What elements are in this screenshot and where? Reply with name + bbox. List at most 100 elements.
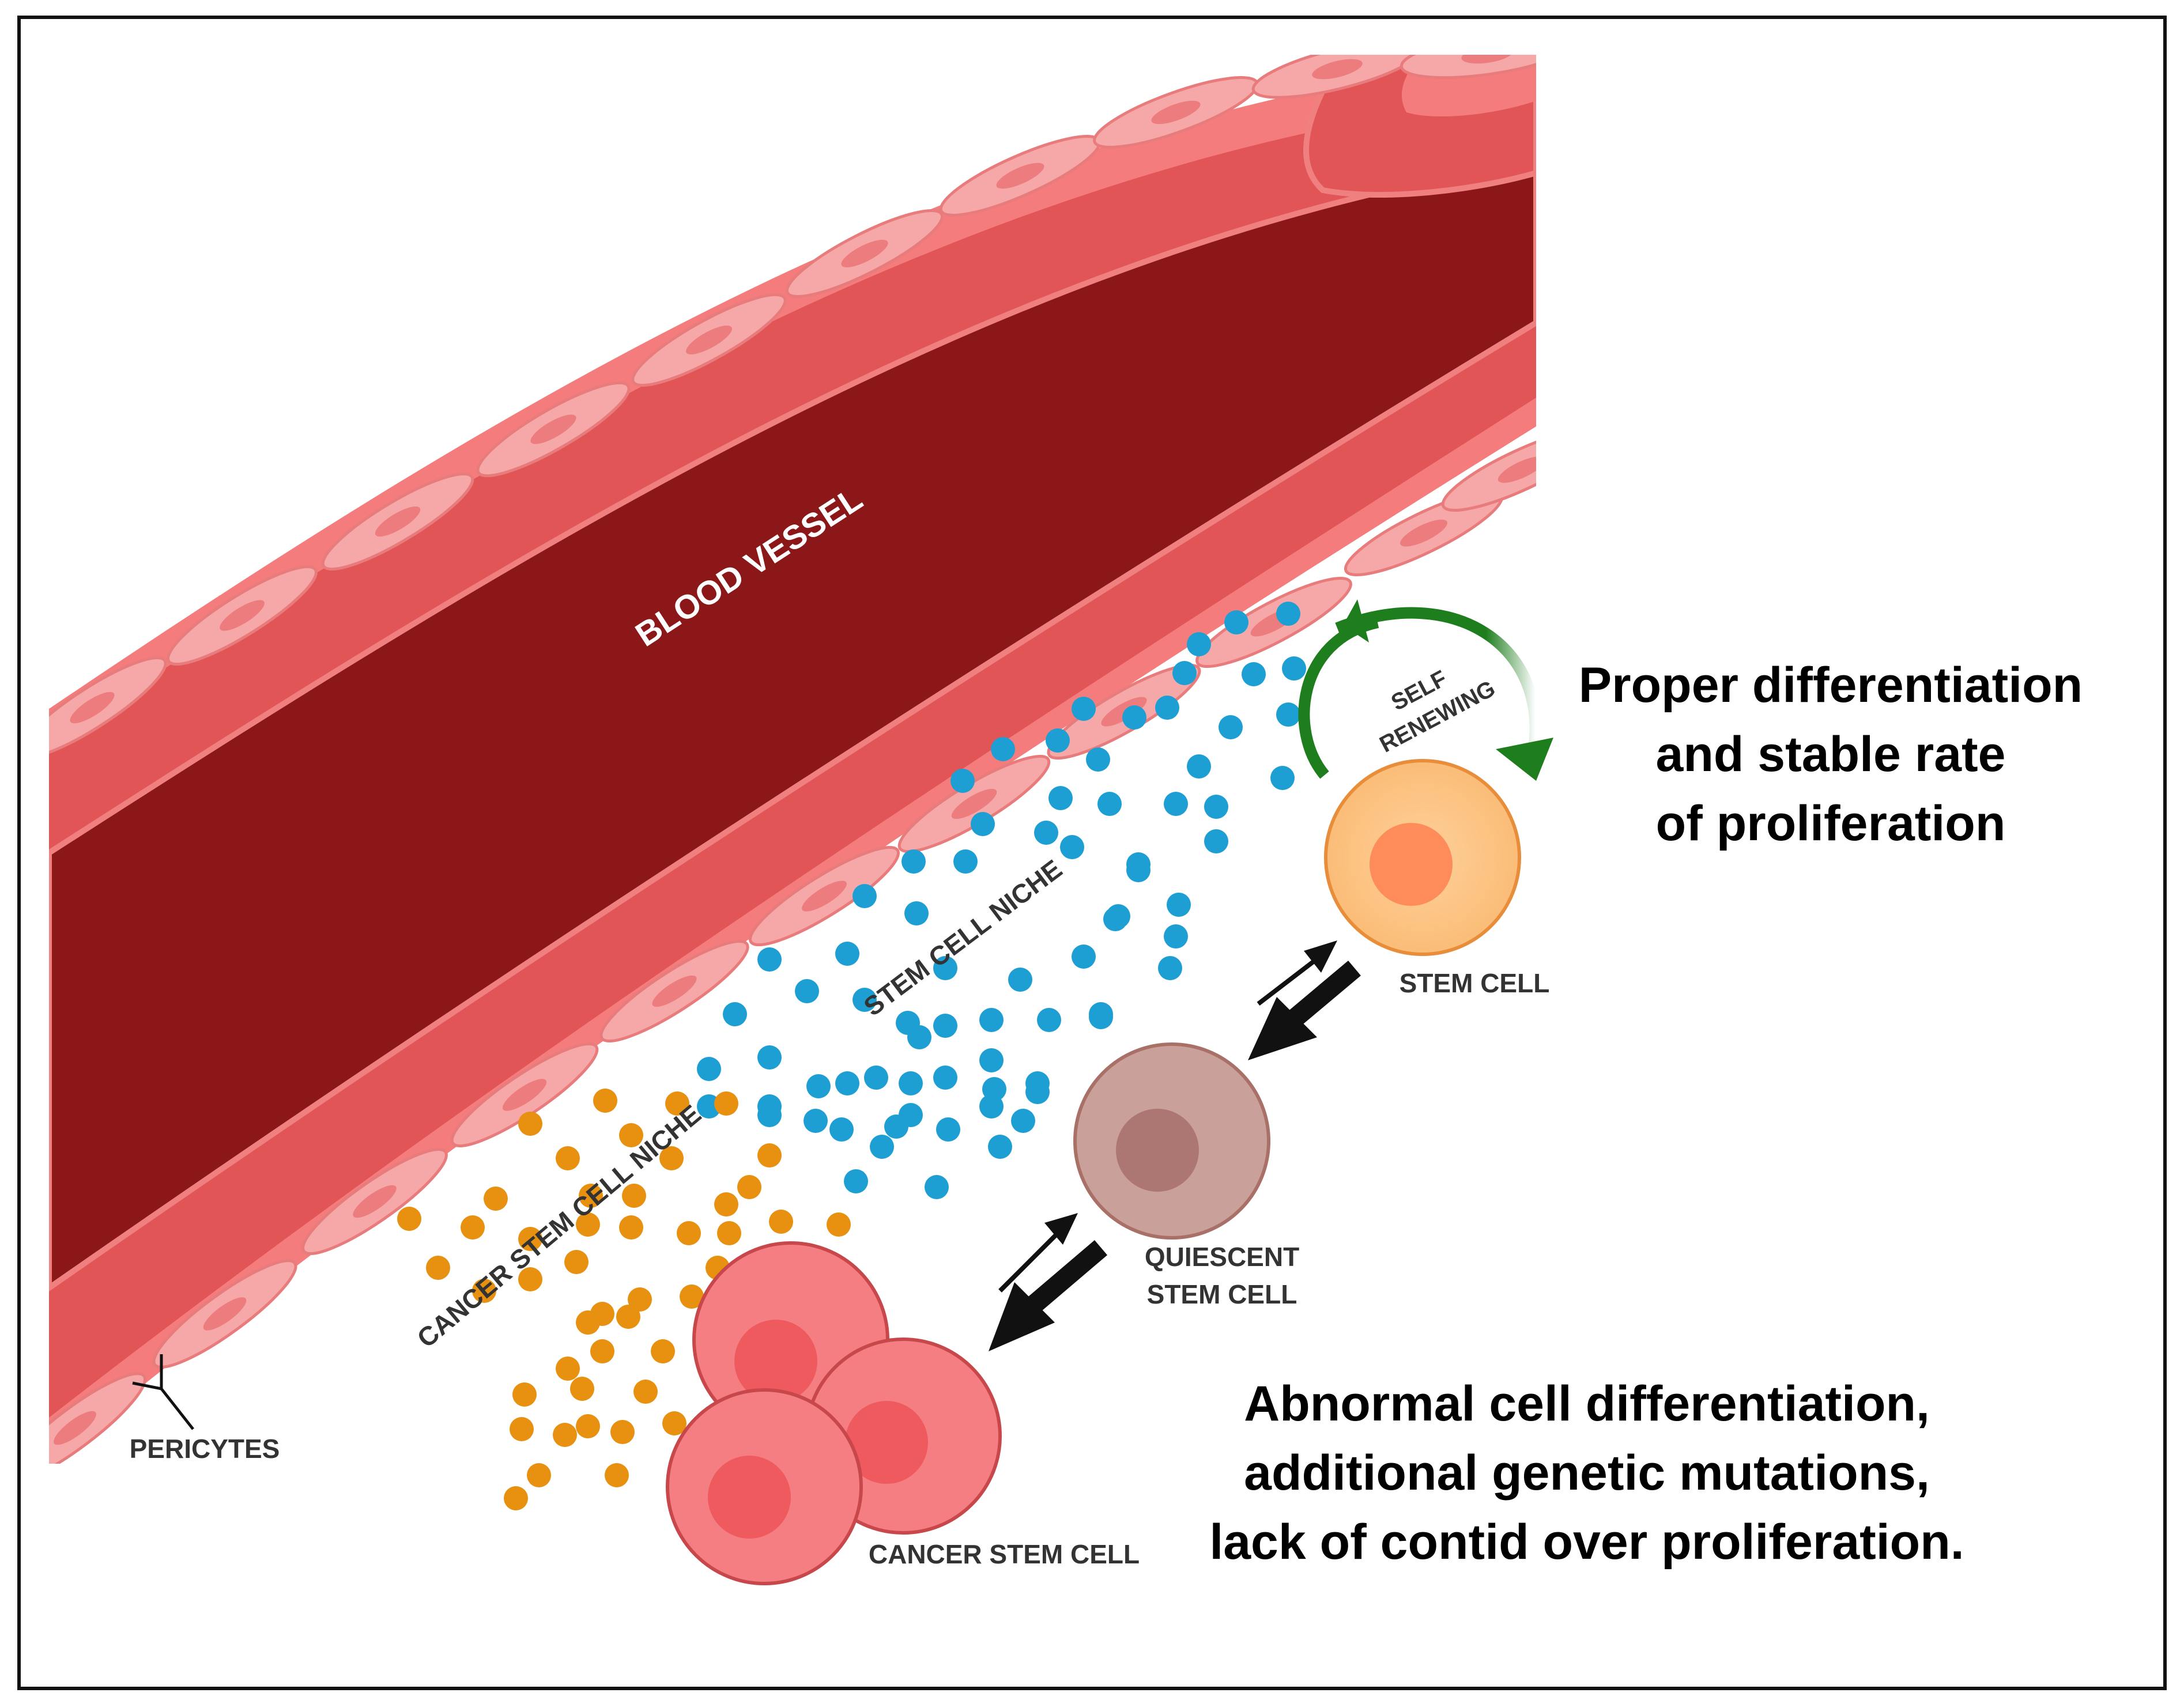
quiescent-label-line2: STEM CELL xyxy=(1147,1279,1297,1309)
cancer-niche-dot xyxy=(590,1339,614,1363)
stem-niche-dot xyxy=(933,1066,957,1090)
stem-niche-dot xyxy=(1126,858,1151,882)
stem-niche-dot xyxy=(757,947,782,972)
stem-niche-dot xyxy=(1187,754,1211,779)
stem-niche-dot xyxy=(1122,705,1146,730)
endothelial-cell-bottom-6 xyxy=(749,845,900,947)
cancer-niche-dot xyxy=(510,1417,534,1441)
stem-niche-dot xyxy=(870,1135,894,1159)
stem-cell-label: STEM CELL xyxy=(1400,968,1550,998)
stem-niche-dot xyxy=(991,737,1015,761)
stem-niche-dot xyxy=(933,956,957,980)
cancer-niche-dot xyxy=(553,1423,577,1447)
stem-niche-dot xyxy=(1164,792,1188,816)
stem-niche-dot xyxy=(1086,747,1110,772)
cancer-niche-dot xyxy=(397,1207,421,1231)
abnormal-note-line1: Abnormal cell differentiation, xyxy=(1244,1376,1930,1431)
cancer-niche-dot xyxy=(610,1420,635,1444)
stem-niche-dot xyxy=(899,1071,923,1095)
stem-niche-dot xyxy=(1097,792,1122,816)
stem-niche-dot xyxy=(971,812,995,836)
blood-vessel xyxy=(49,55,1536,1464)
stem-niche-dot xyxy=(1155,696,1179,720)
cancer-niche-dot xyxy=(556,1357,580,1381)
cancer-niche-dot xyxy=(461,1215,485,1240)
cancer-niche-dot xyxy=(605,1463,629,1487)
self-renewing-arrowhead-left xyxy=(1343,599,1369,643)
endothelial-cell-bottom-2 xyxy=(152,1259,297,1369)
differentiation-arrows-2 xyxy=(989,1213,1108,1351)
stem-niche-dot xyxy=(757,1094,782,1119)
stem-niche-dot xyxy=(697,1057,721,1081)
stem-niche-dot xyxy=(907,1025,931,1049)
cancer-niche-dot xyxy=(619,1123,643,1147)
stem-niche-dot xyxy=(1172,661,1197,685)
stem-niche-dot xyxy=(1270,766,1295,790)
stem-niche-dot xyxy=(1276,602,1300,626)
stem-niche-dot xyxy=(1072,697,1096,721)
cancer-niche-dot xyxy=(564,1250,589,1274)
cancer-niche-dot xyxy=(518,1267,542,1291)
stem-niche-dot xyxy=(806,1074,831,1098)
quiescent-stem-cell xyxy=(1073,1042,1270,1240)
proper-note-line2: and stable rate xyxy=(1656,727,2006,782)
quiescent-label-line1: QUIESCENT xyxy=(1145,1242,1299,1272)
stem-niche-dot xyxy=(1048,786,1073,810)
stem-niche-dot xyxy=(936,1117,960,1142)
pericytes-label: PERICYTES xyxy=(130,1434,280,1464)
stem-niche-dot xyxy=(1037,1008,1061,1032)
stem-niche-dot xyxy=(1187,632,1211,656)
cancer-niche-dot xyxy=(579,1184,603,1208)
cancer-niche-dot xyxy=(633,1380,658,1404)
cancer-niche-dot xyxy=(769,1210,793,1234)
stem-niche-dot xyxy=(1008,968,1032,992)
stem-niche-dot xyxy=(982,1077,1006,1101)
cancer-stem-cell-3 xyxy=(666,1388,863,1585)
stem-niche-dot xyxy=(864,1066,888,1090)
cancer-niche-dot xyxy=(662,1411,686,1435)
cancer-niche-dot xyxy=(593,1089,617,1113)
cancer-niche-dot xyxy=(665,1091,689,1116)
cancer-niche-dot xyxy=(576,1414,600,1438)
stem-niche-dot xyxy=(988,1135,1012,1159)
stem-niche-dot xyxy=(953,849,978,874)
stem-cell xyxy=(1324,759,1521,956)
stem-niche-dot xyxy=(904,901,929,925)
cancer-niche-dot xyxy=(576,1212,600,1237)
cancer-niche-dot xyxy=(556,1146,580,1170)
cancer-niche-dot xyxy=(737,1175,761,1199)
endothelial-cell-bottom-1 xyxy=(49,1372,147,1464)
differentiation-arrows-1 xyxy=(1248,940,1361,1060)
endothelial-cell-top-2 xyxy=(167,565,318,666)
vessel-lumen xyxy=(49,158,1536,1292)
self-renewing-arrowhead-right xyxy=(1496,738,1553,781)
endothelial-cell-bottom-11 xyxy=(1441,428,1536,512)
stem-niche-dot xyxy=(1204,829,1228,853)
cancer-niche-dot xyxy=(680,1284,704,1309)
abnormal-note-line3: lack of contid over proliferation. xyxy=(1209,1514,1964,1570)
cancer-niche-dot xyxy=(619,1215,643,1240)
self-renewing-arrow xyxy=(1298,599,1553,781)
stem-niche-dot xyxy=(901,849,926,874)
stem-niche-dot xyxy=(925,1175,949,1199)
stem-niche-dot xyxy=(1167,893,1191,917)
proper-note-line1: Proper differentiation xyxy=(1579,658,2083,713)
stem-niche-dot xyxy=(853,884,877,908)
cancer-niche-dot xyxy=(717,1221,741,1245)
cancer-niche-dot xyxy=(504,1486,528,1510)
stem-cell-niche-dots xyxy=(697,602,1306,1199)
cancer-niche-dot xyxy=(651,1339,675,1363)
stem-niche-dot xyxy=(1072,944,1096,969)
stem-niche-dot xyxy=(1046,728,1070,753)
endothelial-cell-top-3 xyxy=(321,472,474,571)
endothelial-cell-bottom-4 xyxy=(450,1042,599,1147)
cancer-niche-dot xyxy=(518,1227,542,1251)
stem-niche-dot xyxy=(1025,1071,1050,1095)
stem-niche-dot xyxy=(899,1103,923,1127)
stem-niche-dot xyxy=(1103,907,1127,931)
cancer-niche-dot xyxy=(628,1287,652,1312)
cancer-niche-dot xyxy=(512,1382,537,1407)
endothelial-cell-top-6 xyxy=(785,209,944,299)
cancer-niche-dot xyxy=(757,1143,782,1168)
